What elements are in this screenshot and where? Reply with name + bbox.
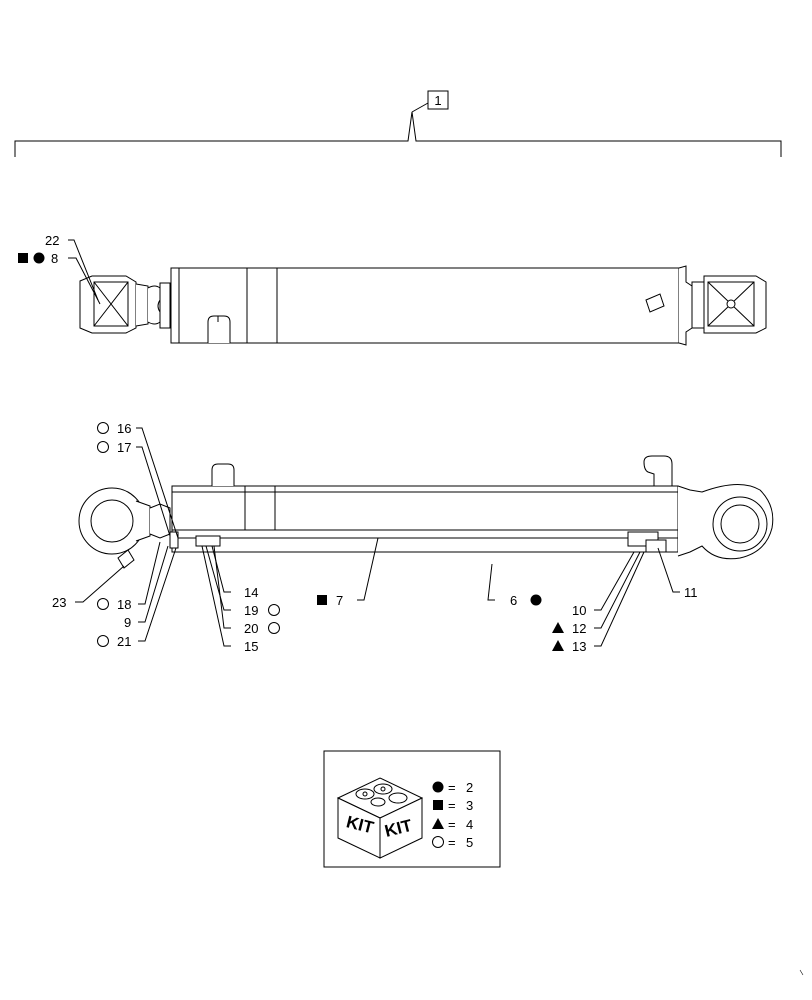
filled-triangle-icon — [432, 818, 444, 829]
callout-10: 10 — [572, 603, 586, 618]
legend-value-open-circle: 5 — [466, 835, 473, 850]
legend-value-triangle: 4 — [466, 817, 473, 832]
open-circle-icon — [97, 598, 109, 610]
callout-12: 12 — [572, 621, 586, 636]
legend-equals: = — [448, 780, 456, 795]
callout-21: 21 — [117, 634, 131, 649]
callout-18: 18 — [117, 597, 131, 612]
filled-triangle-icon — [552, 622, 564, 633]
callout-1: 1 — [434, 93, 441, 108]
leader-lines — [68, 239, 680, 647]
callout-8: 8 — [51, 251, 58, 266]
filled-circle-icon — [432, 781, 444, 793]
callout-15: 15 — [244, 639, 258, 654]
filled-triangle-icon — [552, 640, 564, 651]
callout-19: 19 — [244, 603, 258, 618]
legend-equals: = — [448, 798, 456, 813]
callout-box-1 — [427, 90, 449, 110]
callout-13: 13 — [572, 639, 586, 654]
legend-equals: = — [448, 835, 456, 850]
cylinder-section-view — [78, 455, 774, 569]
assembly-bracket — [14, 102, 782, 157]
callout-9: 9 — [124, 615, 131, 630]
callout-7: 7 — [336, 593, 343, 608]
filled-square-icon — [317, 595, 327, 605]
open-circle-icon — [432, 836, 444, 848]
callout-20: 20 — [244, 621, 258, 636]
filled-circle-icon — [33, 252, 45, 264]
legend-equals: = — [448, 817, 456, 832]
callout-22: 22 — [45, 233, 59, 248]
open-circle-icon — [97, 635, 109, 647]
callout-14: 14 — [244, 585, 258, 600]
callout-6: 6 — [510, 593, 517, 608]
callout-11: 11 — [684, 585, 698, 600]
open-circle-icon — [97, 422, 109, 434]
legend-value-circle: 2 — [466, 780, 473, 795]
cylinder-top-view — [79, 265, 767, 346]
callout-17: 17 — [117, 440, 131, 455]
corner-mark — [799, 969, 804, 976]
filled-square-icon — [18, 253, 28, 263]
callout-16: 16 — [117, 421, 131, 436]
open-circle-icon — [97, 441, 109, 453]
legend-value-square: 3 — [466, 798, 473, 813]
kit-box-icon — [336, 777, 424, 859]
filled-circle-icon — [530, 594, 542, 606]
filled-square-icon — [433, 800, 443, 810]
open-circle-icon — [268, 604, 280, 616]
open-circle-icon — [268, 622, 280, 634]
kit-legend: KIT KIT = 2 = 3 = 4 = 5 — [323, 750, 501, 868]
callout-23: 23 — [52, 595, 66, 610]
